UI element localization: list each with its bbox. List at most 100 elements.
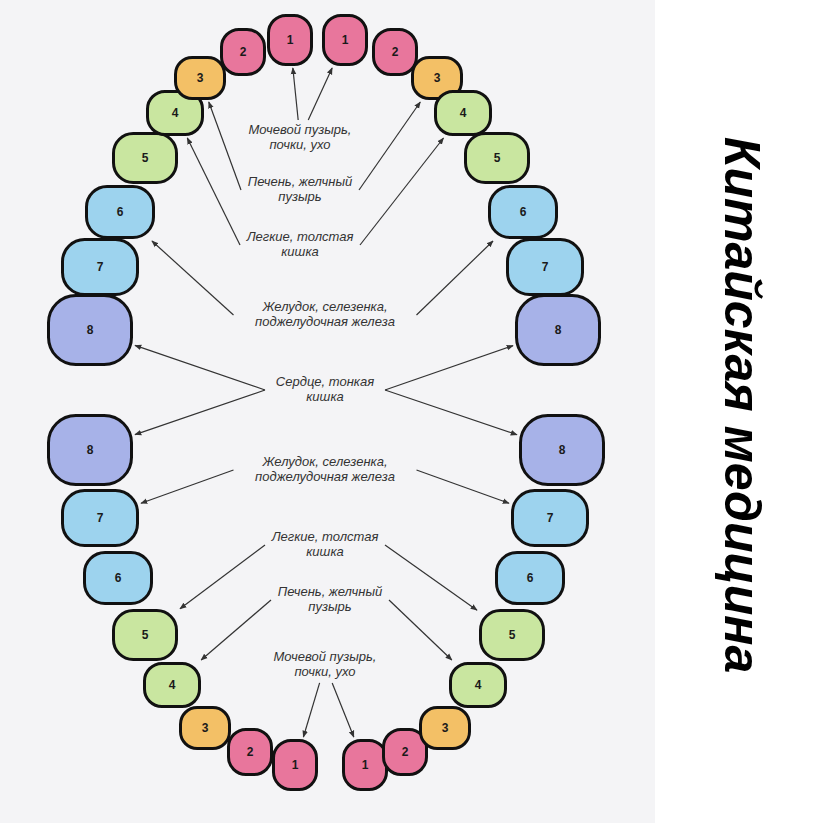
tooth-number: 4 [460, 106, 467, 120]
tooth-number: 5 [509, 628, 516, 642]
leader-arrow [359, 102, 420, 190]
organ-label: Печень, желчный пузырь [275, 585, 385, 615]
tooth-shape: 8 [47, 414, 133, 486]
tooth-shape: 6 [85, 185, 155, 239]
leader-arrow [303, 683, 319, 737]
leader-arrow [293, 68, 298, 120]
organ-label: Мочевой пузырь, почки, ухо [241, 123, 359, 153]
tooth-shape: 6 [495, 551, 565, 605]
tooth-shape: 2 [227, 728, 273, 776]
leader-arrow [135, 390, 265, 435]
tooth-shape: 1 [342, 739, 388, 791]
tooth-shape: 6 [83, 551, 153, 605]
tooth-shape: 4 [434, 90, 492, 136]
tooth-shape: 8 [515, 294, 601, 366]
tooth-body [63, 240, 138, 295]
tooth-number: 2 [247, 745, 254, 759]
tooth-body [508, 240, 583, 295]
leader-arrow [152, 241, 234, 315]
tooth-shape: 1 [267, 14, 313, 66]
tooth-shape: 7 [511, 489, 589, 547]
tooth-body [274, 741, 317, 790]
leader-arrow [308, 68, 332, 120]
tooth-shape: 3 [179, 706, 231, 750]
tooth-number: 1 [292, 758, 299, 772]
organ-label: Желудок, селезенка, поджелудочная железа [238, 300, 413, 330]
organ-name: Желудок, селезенка, поджелудочная железа [238, 455, 413, 485]
tooth-number: 7 [547, 511, 554, 525]
tooth-body [324, 16, 367, 65]
organ-label: Сердце, тонкая кишка [269, 375, 381, 405]
tooth-body [521, 416, 604, 485]
tooth-body [49, 296, 132, 365]
title-text: Китайская медицина [713, 137, 771, 674]
tooth-number: 8 [87, 443, 94, 457]
tooth-number: 5 [494, 151, 501, 165]
tooth-number: 5 [142, 628, 149, 642]
tooth-body [436, 92, 491, 135]
organ-name: Мочевой пузырь, почки, ухо [241, 123, 359, 153]
tooth-body [466, 134, 529, 183]
tooth-shape: 3 [174, 56, 226, 100]
leader-arrow [360, 138, 443, 245]
organ-name: Легкие, толстая кишка [244, 230, 356, 260]
tooth-number: 8 [559, 443, 566, 457]
tooth-body [85, 553, 152, 604]
tooth-number: 3 [442, 721, 449, 735]
tooth-shape: 7 [61, 489, 139, 547]
organ-name: Сердце, тонкая кишка [269, 375, 381, 405]
tooth-shape: 2 [372, 28, 418, 76]
tooth-body [517, 296, 600, 365]
tooth-body [114, 611, 177, 660]
tooth-body [49, 416, 132, 485]
tooth-body [374, 30, 417, 75]
organ-name: Мочевой пузырь, почки, ухо [266, 650, 384, 680]
tooth-shape: 6 [488, 185, 558, 239]
tooth-number: 8 [555, 323, 562, 337]
tooth-number: 6 [117, 205, 124, 219]
tooth-body [63, 491, 138, 546]
tooth-shape: 5 [479, 609, 545, 661]
tooth-number: 2 [240, 45, 247, 59]
tooth-number: 6 [527, 571, 534, 585]
organ-label: Желудок, селезенка, поджелудочная железа [238, 455, 413, 485]
leader-arrow [141, 470, 234, 503]
organ-label: Мочевой пузырь, почки, ухо [266, 650, 384, 680]
tooth-shape: 1 [322, 14, 368, 66]
organ-name: Легкие, толстая кишка [269, 530, 381, 560]
tooth-number: 6 [115, 571, 122, 585]
tooth-number: 2 [392, 45, 399, 59]
tooth-shape: 5 [464, 132, 530, 184]
tooth-number: 4 [169, 678, 176, 692]
leader-arrow [201, 600, 271, 660]
organ-label: Легкие, толстая кишка [244, 230, 356, 260]
tooth-number: 4 [172, 106, 179, 120]
organ-name: Желудок, селезенка, поджелудочная железа [238, 300, 413, 330]
tooth-number: 3 [202, 721, 209, 735]
tooth-body [222, 30, 265, 75]
tooth-shape: 8 [47, 294, 133, 366]
tooth-number: 8 [87, 323, 94, 337]
tooth-number: 1 [287, 33, 294, 47]
tooth-number: 1 [342, 33, 349, 47]
tooth-shape: 4 [449, 662, 507, 708]
tooth-number: 5 [142, 151, 149, 165]
tooth-body [490, 187, 557, 238]
leader-arrow [389, 600, 452, 660]
tooth-body [145, 664, 200, 707]
tooth-number: 7 [542, 260, 549, 274]
tooth-number: 3 [197, 71, 204, 85]
tooth-number: 1 [362, 758, 369, 772]
tooth-shape: 5 [112, 132, 178, 184]
tooth-number: 7 [97, 511, 104, 525]
tooth-body [344, 741, 387, 790]
leader-arrow [417, 470, 510, 503]
leader-arrow [417, 241, 494, 315]
tooth-body [269, 16, 312, 65]
organ-name: Печень, желчный пузырь [275, 585, 385, 615]
tooth-number: 3 [434, 71, 441, 85]
tooth-shape: 3 [419, 706, 471, 750]
leader-arrow [332, 683, 354, 737]
tooth-shape: 4 [143, 662, 201, 708]
